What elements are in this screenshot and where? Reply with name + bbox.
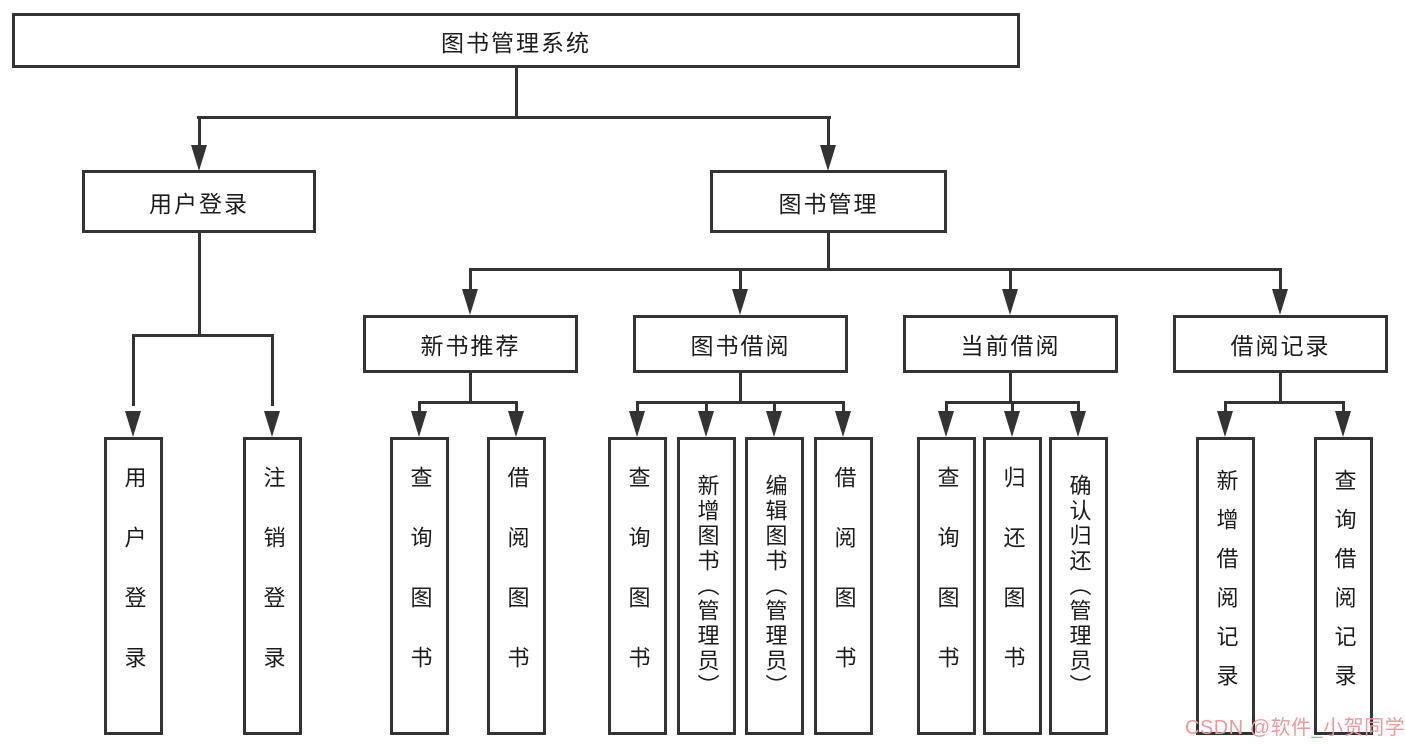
leaf-label: 新增借阅记录 (1213, 469, 1239, 703)
connector-line (132, 334, 135, 406)
connector-line (739, 268, 742, 292)
arrowhead-down-icon (732, 289, 748, 315)
leaf-edit-book-admin: 编辑图书（管理员） (745, 437, 804, 735)
connector-line (1279, 373, 1282, 403)
connector-line (739, 373, 742, 403)
arrowhead-down-icon (629, 411, 645, 437)
leaf-query-books-borrowing: 查询图书 (608, 437, 667, 735)
connector-line (1224, 401, 1227, 413)
node-library-management-system: 图书管理系统 (12, 13, 1020, 68)
connector-line (469, 268, 1282, 271)
connector-line (1009, 268, 1012, 292)
connector-line (271, 334, 274, 406)
connector-line (1077, 401, 1080, 413)
leaf-logout: 注销登录 (243, 437, 302, 735)
node-book-borrowing: 图书借阅 (633, 315, 848, 373)
connector-line (515, 68, 518, 117)
connector-line (1279, 268, 1282, 292)
connector-line (469, 373, 472, 403)
node-book-management: 图书管理 (710, 170, 947, 233)
leaf-borrow-books-borrowing: 借阅图书 (814, 437, 873, 735)
arrowhead-down-icon (835, 411, 851, 437)
leaf-query-borrow-record: 查询借阅记录 (1314, 437, 1373, 735)
arrowhead-down-icon (1002, 289, 1018, 315)
node-user-login: 用户登录 (82, 170, 316, 233)
connector-line (636, 401, 639, 413)
leaf-label: 借阅图书 (831, 466, 857, 706)
leaf-label: 编辑图书（管理员） (762, 473, 788, 699)
arrowhead-down-icon (462, 289, 478, 315)
connector-line (418, 401, 518, 404)
leaf-add-borrow-record: 新增借阅记录 (1196, 437, 1255, 735)
connector-line (1342, 401, 1345, 413)
node-label: 借阅记录 (1230, 333, 1331, 359)
arrowhead-down-icon (264, 411, 280, 437)
connector-line (198, 233, 201, 336)
arrowhead-down-icon (1070, 411, 1086, 437)
leaf-label: 查询借阅记录 (1331, 469, 1357, 703)
connector-line (198, 116, 201, 148)
connector-line (197, 116, 831, 119)
arrowhead-down-icon (1004, 411, 1020, 437)
connector-line (1009, 373, 1012, 403)
node-new-book-recommendation: 新书推荐 (363, 315, 578, 373)
node-label: 当前借阅 (960, 333, 1061, 359)
arrowhead-down-icon (938, 411, 954, 437)
node-label: 图书管理系统 (441, 29, 591, 56)
leaf-label: 借阅图书 (504, 466, 530, 706)
connector-line (469, 268, 472, 292)
connector-line (1224, 401, 1345, 404)
node-label: 图书管理 (778, 190, 879, 217)
connector-line (636, 401, 845, 404)
arrowhead-down-icon (1335, 411, 1351, 437)
connector-line (773, 401, 776, 413)
node-label: 新书推荐 (420, 333, 521, 359)
leaf-confirm-return-admin: 确认归还（管理员） (1049, 437, 1108, 735)
leaf-label: 用户登录 (121, 466, 147, 706)
connector-line (827, 116, 830, 148)
arrowhead-down-icon (698, 411, 714, 437)
leaf-query-books-current: 查询图书 (917, 437, 976, 735)
leaf-user-login: 用户登录 (104, 437, 163, 735)
leaf-label: 查询图书 (934, 466, 960, 706)
connector-line (1011, 401, 1014, 413)
leaf-query-books-recommend: 查询图书 (390, 437, 449, 735)
arrowhead-down-icon (411, 411, 427, 437)
connector-line (827, 233, 830, 270)
leaf-add-book-admin: 新增图书（管理员） (677, 437, 736, 735)
leaf-return-books: 归还图书 (983, 437, 1042, 735)
connector-line (842, 401, 845, 413)
arrowhead-down-icon (1217, 411, 1233, 437)
arrowhead-down-icon (125, 411, 141, 437)
connector-line (945, 401, 948, 413)
arrowhead-down-icon (191, 145, 207, 171)
node-borrowing-records: 借阅记录 (1173, 315, 1388, 373)
leaf-label: 确认归还（管理员） (1066, 473, 1092, 699)
arrowhead-down-icon (766, 411, 782, 437)
arrowhead-down-icon (508, 411, 524, 437)
watermark: CSDN @软件_小贺同学 (1185, 717, 1405, 739)
leaf-borrow-books-recommend: 借阅图书 (487, 437, 546, 735)
node-current-borrowing: 当前借阅 (903, 315, 1118, 373)
connector-line (418, 401, 421, 413)
leaf-label: 注销登录 (260, 466, 286, 706)
arrowhead-down-icon (1272, 289, 1288, 315)
leaf-label: 归还图书 (1000, 466, 1026, 706)
node-label: 用户登录 (149, 190, 249, 217)
connector-line (515, 401, 518, 413)
connector-line (132, 334, 274, 337)
leaf-label: 新增图书（管理员） (694, 473, 720, 699)
leaf-label: 查询图书 (625, 466, 651, 706)
connector-line (705, 401, 708, 413)
node-label: 图书借阅 (690, 333, 791, 359)
arrowhead-down-icon (820, 145, 836, 171)
leaf-label: 查询图书 (407, 466, 433, 706)
